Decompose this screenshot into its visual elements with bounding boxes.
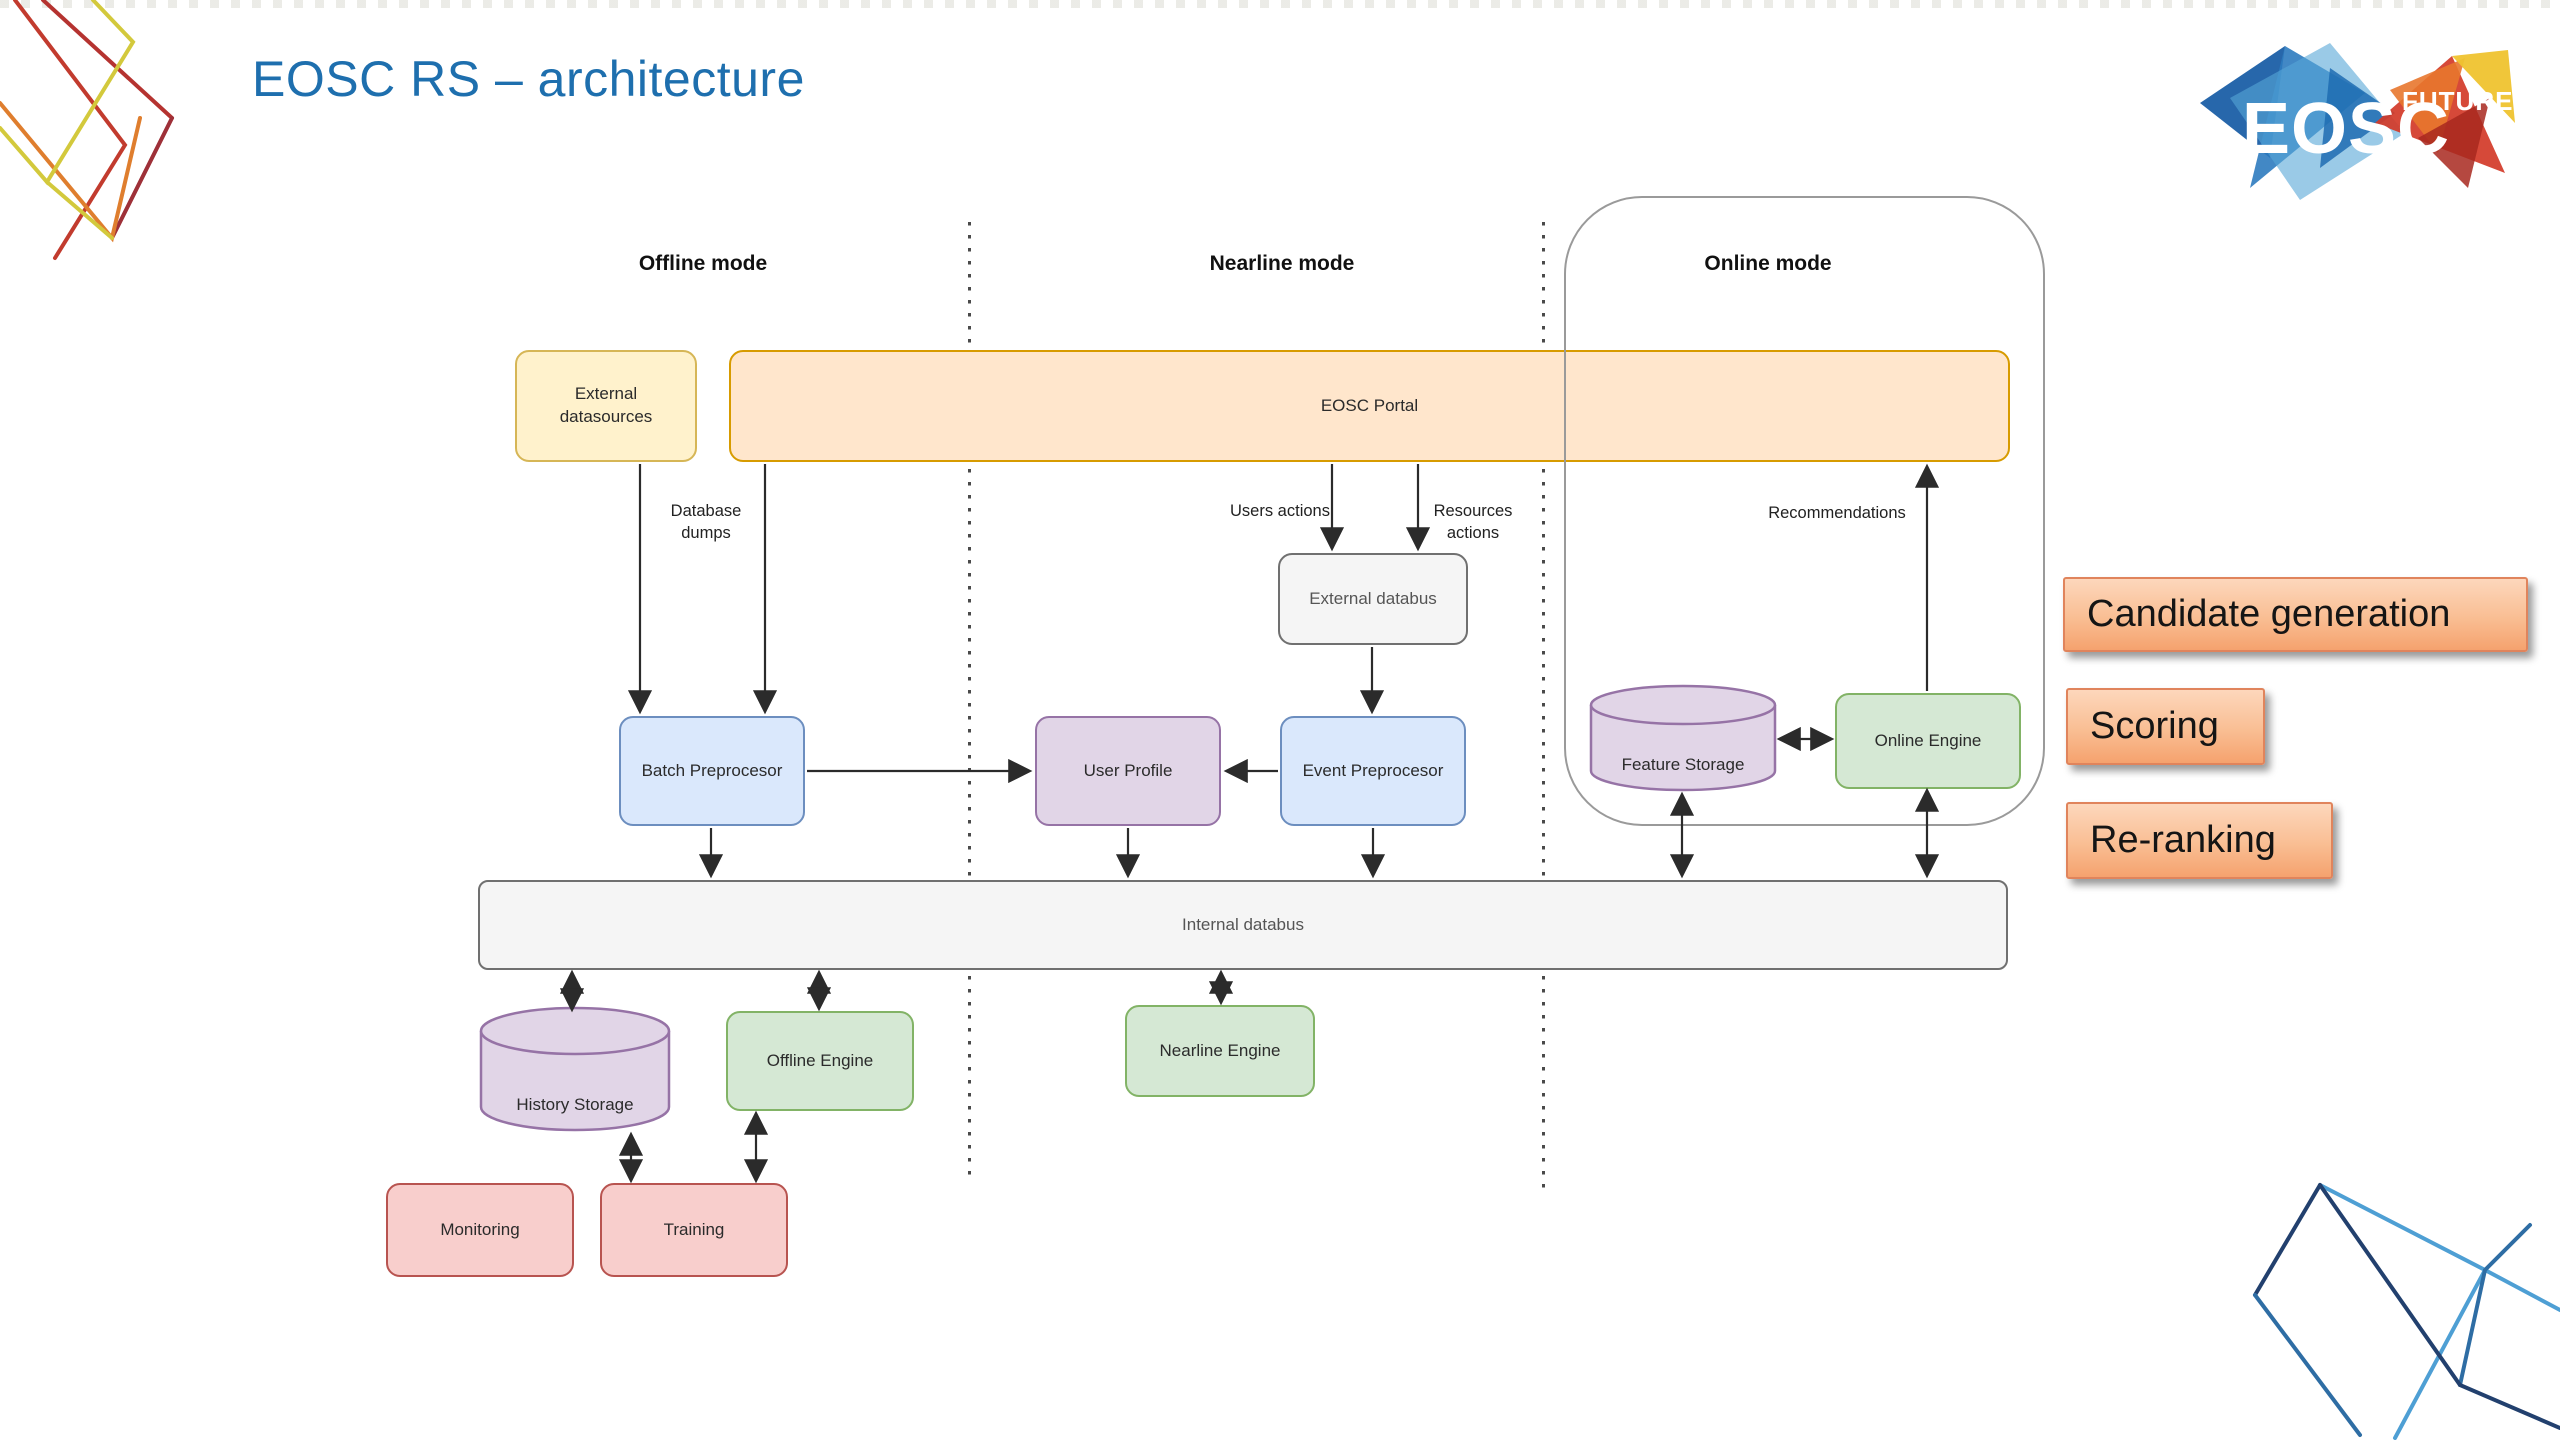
- mode-label-nearline: Nearline mode: [1209, 252, 1355, 275]
- node-label: Nearline Engine: [1159, 1040, 1281, 1060]
- node-label: Batch Preprocesor: [641, 760, 783, 780]
- node-external-datasources: External datasources: [515, 350, 697, 462]
- logo-suffix: FUTURE: [2402, 86, 2513, 116]
- node-user-profile: User Profile: [1035, 716, 1221, 826]
- annotation-reranking: Re-ranking: [2066, 802, 2333, 879]
- edge-label-recommendations: Recommendations: [1768, 504, 1906, 522]
- node-label: External databus: [1309, 588, 1437, 608]
- online-mode-container: [1564, 196, 2045, 826]
- separator-nearline-online: [1542, 222, 1545, 1197]
- node-external-databus: External databus: [1278, 553, 1468, 645]
- node-monitoring: Monitoring: [386, 1183, 574, 1277]
- node-online-engine: Online Engine: [1835, 693, 2021, 789]
- annotation-label: Re-ranking: [2090, 819, 2276, 861]
- node-label: Monitoring: [440, 1219, 520, 1239]
- node-internal-databus: Internal databus: [478, 880, 2008, 970]
- edge-label-database-dumps: Database dumps: [670, 502, 742, 543]
- node-label: Feature Storage: [1621, 755, 1745, 774]
- mode-label-online: Online mode: [1704, 252, 1832, 275]
- separator-offline-nearline: [968, 222, 971, 1182]
- eosc-future-logo: EOSC FUTURE: [2200, 43, 2515, 200]
- node-nearline-engine: Nearline Engine: [1125, 1005, 1315, 1097]
- page-title: EOSC RS – architecture: [252, 51, 805, 107]
- wireframe-art-bottomright-icon: [2253, 1183, 2560, 1440]
- node-event-preprocessor: Event Preprocesor: [1280, 716, 1466, 826]
- edge-label-resources-actions: Resources actions: [1433, 502, 1513, 543]
- logo-wordmark: EOSC: [2242, 89, 2450, 169]
- node-history-storage: History Storage: [478, 1005, 672, 1133]
- node-training: Training: [600, 1183, 788, 1277]
- node-batch-preprocessor: Batch Preprocesor: [619, 716, 805, 826]
- node-label: External datasources: [559, 384, 653, 426]
- edge-label-users-actions: Users actions: [1230, 502, 1330, 520]
- wireframe-art-topleft-icon: [0, 0, 174, 260]
- mode-label-offline: Offline mode: [638, 252, 768, 275]
- top-edge-decoration: [0, 0, 2560, 8]
- annotation-scoring: Scoring: [2066, 688, 2265, 765]
- node-label: History Storage: [516, 1095, 634, 1114]
- annotation-label: Candidate generation: [2087, 593, 2451, 635]
- annotation-candidate-generation: Candidate generation: [2063, 577, 2528, 652]
- annotation-label: Scoring: [2090, 705, 2219, 747]
- node-label: Offline Engine: [766, 1050, 874, 1070]
- node-label: User Profile: [1083, 760, 1173, 780]
- node-label: Online Engine: [1874, 730, 1982, 750]
- database-cylinder-icon: [479, 1006, 671, 1132]
- node-offline-engine: Offline Engine: [726, 1011, 914, 1111]
- node-label: Training: [663, 1219, 725, 1239]
- node-label: Internal databus: [1182, 914, 1304, 934]
- node-label: EOSC Portal: [1320, 395, 1419, 415]
- node-label: Event Preprocesor: [1302, 760, 1444, 780]
- node-eosc-portal: EOSC Portal: [729, 350, 2010, 462]
